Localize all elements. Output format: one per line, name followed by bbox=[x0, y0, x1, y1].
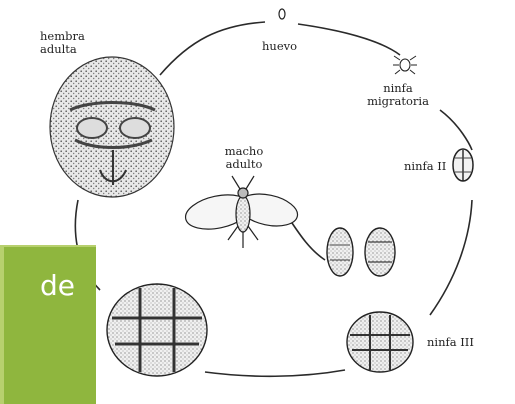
arc-male-to-pupae bbox=[290, 220, 325, 260]
label-male-adult: macho adulto bbox=[222, 145, 266, 171]
migratory-nymph-shape bbox=[393, 56, 417, 74]
label-nymph-iii: ninfa III bbox=[427, 336, 474, 349]
label-nymph-ii: ninfa II bbox=[404, 160, 446, 173]
adult-female-shape bbox=[50, 57, 174, 197]
label-migratory-nymph: ninfa migratoria bbox=[363, 82, 433, 108]
badge-text: de bbox=[40, 269, 75, 302]
male-adult-shape bbox=[182, 176, 300, 248]
label-egg: huevo bbox=[262, 40, 297, 53]
arc-nymph3-to-female-cross bbox=[205, 370, 345, 376]
arc-migratory-to-nymph2 bbox=[440, 110, 472, 150]
pupae-shapes bbox=[327, 228, 395, 276]
egg-shape bbox=[279, 9, 285, 19]
green-badge: de bbox=[0, 245, 96, 404]
arc-nymph2-to-nymph3 bbox=[430, 200, 472, 315]
female-lower-shape bbox=[107, 284, 207, 376]
label-female-adult: hembra adulta bbox=[40, 30, 88, 56]
nymph-ii-shape bbox=[453, 149, 473, 181]
arc-female-to-egg bbox=[160, 22, 265, 75]
arc-egg-to-migratory bbox=[298, 24, 400, 55]
nymph-iii-shape bbox=[347, 312, 413, 372]
